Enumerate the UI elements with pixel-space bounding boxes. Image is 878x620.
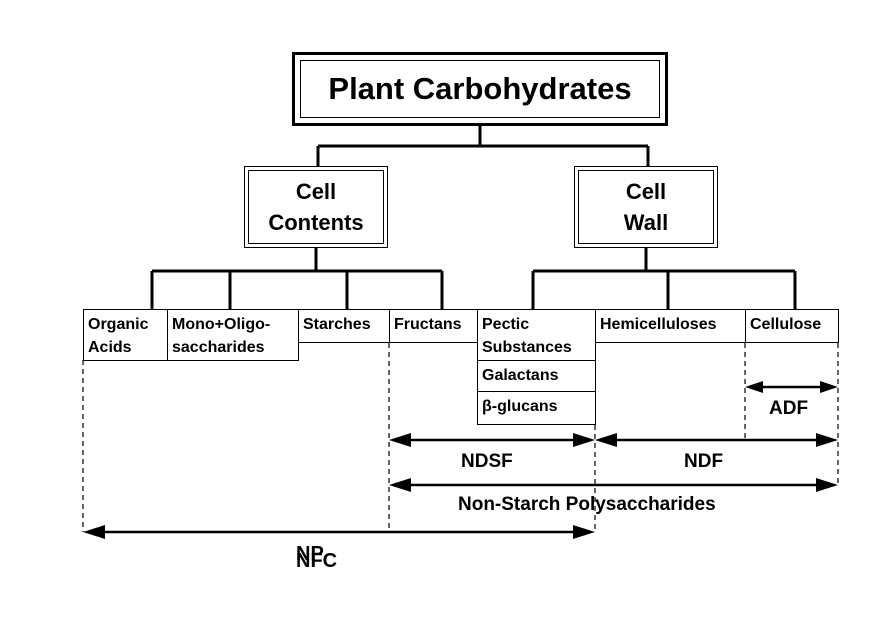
- hemicelluloses-label: Hemicelluloses: [600, 316, 717, 333]
- starches-label: Starches: [303, 316, 371, 333]
- cell-wall-line2: Wall: [623, 210, 669, 235]
- fructans-label: Fructans: [394, 316, 462, 333]
- cell-contents-line2: Contents: [268, 210, 364, 235]
- beta-glucans-cell: β-glucans: [477, 391, 596, 425]
- pectic-substances-line1: Pectic: [482, 316, 530, 333]
- ndsf-label: NDSF: [461, 451, 513, 472]
- plant-carbohydrates-box: Plant Carbohydrates: [292, 52, 668, 126]
- ndf-label: NDF: [684, 451, 724, 472]
- adf-label: ADF: [769, 398, 809, 419]
- galactans-label: Galactans: [482, 367, 559, 384]
- mono-oligo-line2: saccharides: [172, 339, 265, 356]
- cell-contents-box: Cell Contents: [244, 166, 388, 248]
- npc-label-overprint: NP: [296, 543, 324, 565]
- cellulose-label: Cellulose: [750, 316, 822, 333]
- mono-oligo-line1: Mono+Oligo-: [172, 316, 271, 333]
- organic-acids-cell: Organic Acids: [83, 309, 168, 361]
- pectic-substances-line2: Substances: [482, 339, 572, 356]
- non-starch-polysaccharides-label: Non-Starch Polysaccharides: [458, 494, 716, 515]
- hemicelluloses-cell: Hemicelluloses: [595, 309, 746, 343]
- fructans-cell: Fructans: [389, 309, 478, 343]
- plant-carbohydrates-title: Plant Carbohydrates: [300, 60, 660, 118]
- organic-acids-line2: Acids: [88, 339, 132, 356]
- cell-wall-box: Cell Wall: [574, 166, 718, 248]
- beta-glucans-label: β-glucans: [482, 398, 558, 415]
- organic-acids-line1: Organic: [88, 316, 149, 333]
- cell-contents-line1: Cell: [295, 179, 337, 204]
- cell-wall-line1: Cell: [625, 179, 667, 204]
- starches-cell: Starches: [298, 309, 390, 343]
- cellulose-cell: Cellulose: [745, 309, 839, 343]
- mono-oligo-cell: Mono+Oligo- saccharides: [167, 309, 299, 361]
- pectic-substances-cell: Pectic Substances: [477, 309, 596, 361]
- nfc-label: NFC: [296, 550, 338, 572]
- galactans-cell: Galactans: [477, 360, 596, 392]
